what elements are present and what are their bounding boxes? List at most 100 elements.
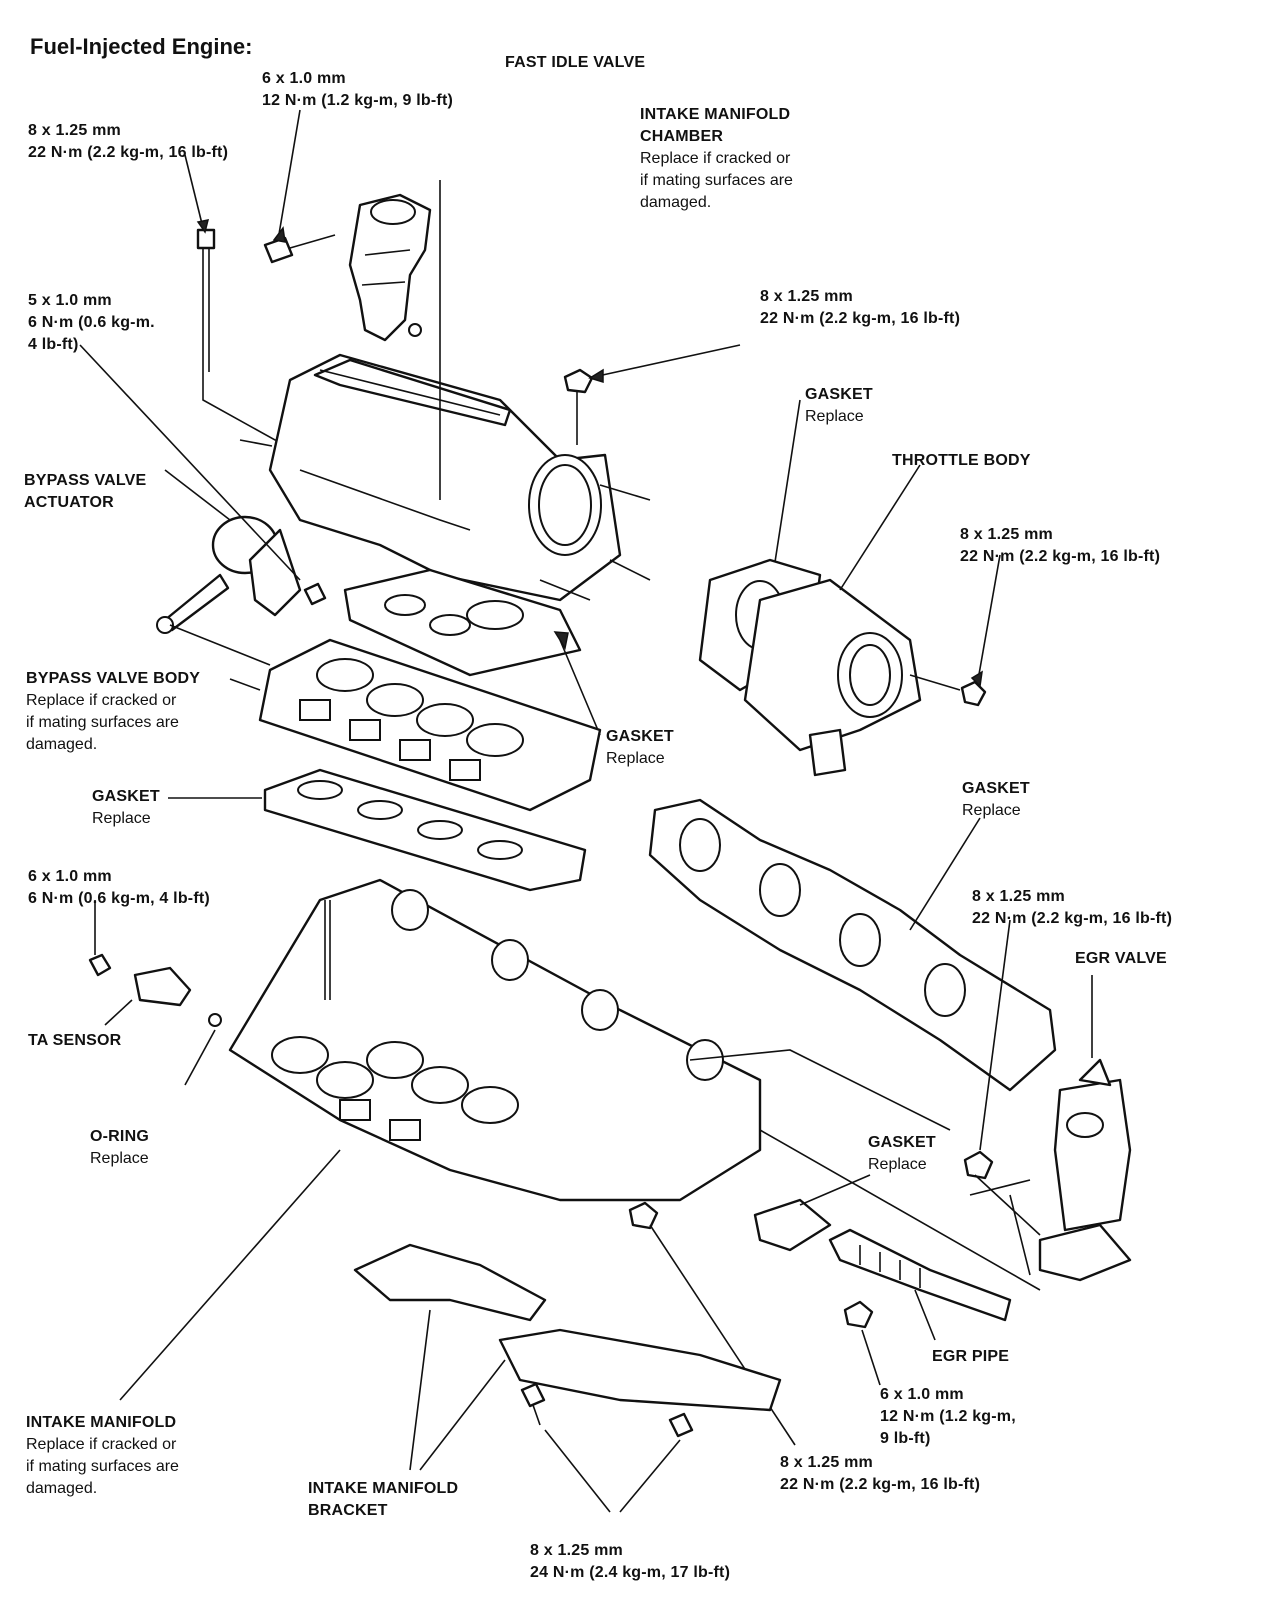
- egr-pipe-name: EGR PIPE: [932, 1348, 1010, 1365]
- bypass-valve-body: [169, 624, 602, 812]
- gasket-lower-name: GASKET: [92, 788, 160, 805]
- gasket-upper-label: GASKET Replace: [606, 726, 674, 770]
- intake-manifold-note-2: if mating surfaces are: [26, 1458, 179, 1475]
- stud-bolt-torque: 22 N·m (2.2 kg-m, 16 lb-ft): [28, 144, 229, 161]
- bypass-body-name: BYPASS VALVE BODY: [26, 670, 201, 687]
- egr-valve-label: EGR VALVE: [1075, 948, 1167, 970]
- o-ring-label: O-RING Replace: [90, 1126, 149, 1170]
- bracket-bolt-torque: 24 N·m (2.4 kg-m, 17 lb-ft): [530, 1564, 731, 1581]
- gasket-head-name: GASKET: [962, 780, 1030, 797]
- gasket-tb-note: Replace: [805, 408, 864, 425]
- egr-nut-torque-1: 12 N·m (1.2 kg-m,: [880, 1408, 1016, 1425]
- chamber-name-1: INTAKE MANIFOLD: [640, 106, 791, 123]
- actuator-bolt-torque-1: 6 N·m (0.6 kg-m.: [28, 314, 155, 331]
- gasket-head: [648, 798, 1057, 1092]
- egr-nut: [843, 1300, 881, 1386]
- chamber-nut: [563, 344, 741, 445]
- bypass-actuator-label: BYPASS VALVE ACTUATOR: [24, 470, 146, 514]
- throttle-body-label: THROTTLE BODY: [892, 450, 1031, 472]
- ta-sensor: [88, 900, 222, 1086]
- egr-nut-size: 6 x 1.0 mm: [880, 1386, 964, 1403]
- ta-sensor-label: TA SENSOR: [28, 1030, 121, 1052]
- fiv-bolt-torque: 12 N·m (1.2 kg-m, 9 lb-ft): [262, 92, 454, 109]
- chamber-name-2: CHAMBER: [640, 128, 724, 145]
- egr-pipe-label: EGR PIPE: [932, 1346, 1009, 1368]
- ta-bolt-size: 6 x 1.0 mm: [28, 868, 112, 885]
- ta-bolt-spec: 6 x 1.0 mm 6 N·m (0.6 kg-m, 4 lb-ft): [28, 866, 210, 910]
- egr-valve: [1038, 975, 1132, 1282]
- manifold-nut-spec: 8 x 1.25 mm 22 N·m (2.2 kg-m, 16 lb-ft): [780, 1452, 980, 1496]
- head-nut-torque: 22 N·m (2.2 kg-m, 16 lb-ft): [972, 910, 1173, 927]
- gasket-lower-note: Replace: [92, 810, 151, 827]
- tb-nut-spec: 8 x 1.25 mm 22 N·m (2.2 kg-m, 16 lb-ft): [960, 524, 1160, 568]
- egr-pipe: [828, 1228, 1012, 1341]
- bypass-actuator-name-2: ACTUATOR: [24, 494, 114, 511]
- egr-nut-spec: 6 x 1.0 mm 12 N·m (1.2 kg-m, 9 lb-ft): [880, 1384, 1016, 1450]
- throttle-body: [743, 464, 961, 777]
- chamber-note-1: Replace if cracked or: [640, 150, 791, 167]
- bracket-name-2: BRACKET: [308, 1502, 388, 1519]
- head-nut-size: 8 x 1.25 mm: [972, 888, 1065, 905]
- fiv-bolt-size: 6 x 1.0 mm: [262, 70, 346, 87]
- bracket-bolt-spec: 8 x 1.25 mm 24 N·m (2.4 kg-m, 17 lb-ft): [530, 1540, 730, 1584]
- stud-bolt-size: 8 x 1.25 mm: [28, 122, 121, 139]
- throttle-body-name: THROTTLE BODY: [892, 452, 1031, 469]
- gasket-upper: [343, 568, 601, 736]
- fast-idle-valve-label: FAST IDLE VALVE: [505, 52, 645, 74]
- gasket-egr-name: GASKET: [868, 1134, 936, 1151]
- gasket-egr-label: GASKET Replace: [868, 1132, 936, 1176]
- intake-manifold-bracket: [353, 1243, 782, 1471]
- gasket-lower: [168, 768, 587, 892]
- tb-nut-size: 8 x 1.25 mm: [960, 526, 1053, 543]
- bypass-body-note-2: if mating surfaces are: [26, 714, 179, 731]
- fast-idle-valve: [348, 193, 432, 342]
- o-ring-name: O-RING: [90, 1128, 149, 1145]
- head-nut-spec: 8 x 1.25 mm 22 N·m (2.2 kg-m, 16 lb-ft): [972, 886, 1172, 930]
- ta-bolt-torque: 6 N·m (0.6 kg-m, 4 lb-ft): [28, 890, 210, 907]
- chamber-nut-size: 8 x 1.25 mm: [760, 288, 853, 305]
- egr-nut-torque-2: 9 lb-ft): [880, 1430, 931, 1447]
- manifold-nut-size: 8 x 1.25 mm: [780, 1454, 873, 1471]
- bypass-body-note-3: damaged.: [26, 736, 98, 753]
- gasket-tb-name: GASKET: [805, 386, 873, 403]
- fiv-bolt-spec: 6 x 1.0 mm 12 N·m (1.2 kg-m, 9 lb-ft): [262, 68, 453, 112]
- intake-manifold-label: INTAKE MANIFOLD Replace if cracked or if…: [26, 1412, 179, 1500]
- manifold-nut-torque: 22 N·m (2.2 kg-m, 16 lb-ft): [780, 1476, 981, 1493]
- bypass-body-note-1: Replace if cracked or: [26, 692, 177, 709]
- actuator-bolt: [79, 344, 327, 606]
- intake-manifold-note-1: Replace if cracked or: [26, 1436, 177, 1453]
- bypass-body-label: BYPASS VALVE BODY Replace if cracked or …: [26, 668, 200, 756]
- stud-bolt-spec: 8 x 1.25 mm 22 N·m (2.2 kg-m, 16 lb-ft): [28, 120, 228, 164]
- chamber-note-2: if mating surfaces are: [640, 172, 793, 189]
- actuator-bolt-size: 5 x 1.0 mm: [28, 292, 112, 309]
- gasket-head-note: Replace: [962, 802, 1021, 819]
- egr-gasket: [753, 1174, 871, 1252]
- chamber-nut-spec: 8 x 1.25 mm 22 N·m (2.2 kg-m, 16 lb-ft): [760, 286, 960, 330]
- intake-manifold-note-3: damaged.: [26, 1480, 98, 1497]
- bracket-bolts: [520, 1382, 694, 1513]
- o-ring-note: Replace: [90, 1150, 149, 1167]
- gasket-upper-note: Replace: [606, 750, 665, 767]
- bracket-label: INTAKE MANIFOLD BRACKET: [308, 1478, 458, 1522]
- gasket-lower-label: GASKET Replace: [92, 786, 160, 830]
- intake-manifold: [119, 878, 762, 1401]
- intake-manifold-name: INTAKE MANIFOLD: [26, 1414, 177, 1431]
- egr-valve-name: EGR VALVE: [1075, 950, 1167, 967]
- bypass-actuator-name-1: BYPASS VALVE: [24, 472, 147, 489]
- intake-manifold-chamber: [239, 180, 651, 602]
- head-nut: [963, 919, 1031, 1196]
- actuator-bolt-spec: 5 x 1.0 mm 6 N·m (0.6 kg-m. 4 lb-ft): [28, 290, 155, 356]
- page-title: Fuel-Injected Engine:: [30, 34, 253, 59]
- chamber-nut-torque: 22 N·m (2.2 kg-m, 16 lb-ft): [760, 310, 961, 327]
- ta-sensor-name: TA SENSOR: [28, 1032, 122, 1049]
- gasket-tb-label: GASKET Replace: [805, 384, 873, 428]
- gasket-head-label: GASKET Replace: [962, 778, 1030, 822]
- bracket-bolt-size: 8 x 1.25 mm: [530, 1542, 623, 1559]
- gasket-egr-note: Replace: [868, 1156, 927, 1173]
- fiv-bolt: [263, 109, 336, 264]
- bracket-name-1: INTAKE MANIFOLD: [308, 1480, 459, 1497]
- bypass-valve-actuator: [156, 469, 302, 634]
- gasket-upper-name: GASKET: [606, 728, 674, 745]
